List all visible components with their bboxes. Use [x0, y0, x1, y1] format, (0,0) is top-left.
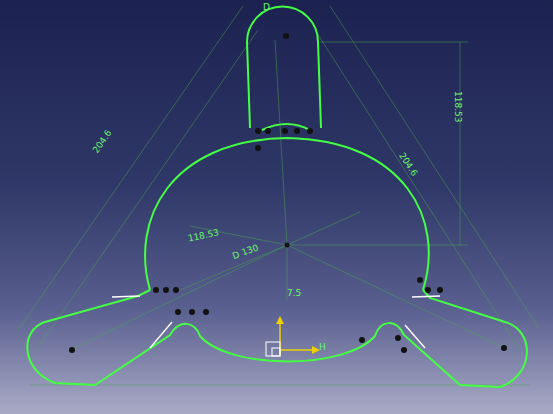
dimension-label: 204.6 [90, 127, 115, 156]
construction-marks [112, 296, 440, 348]
dimension-label: H [318, 342, 327, 353]
constraint-dots [69, 33, 507, 353]
dimension-lines [18, 6, 540, 385]
dimension-label: 118.53 [452, 90, 463, 124]
dimension-label: D 130 [230, 242, 261, 262]
dimension-label: 118.53 [186, 227, 221, 245]
sketch-profile [27, 6, 527, 387]
dimension-label: D [262, 2, 271, 13]
dimension-label: 7.5 [286, 288, 302, 299]
dimension-label: 204.6 [396, 150, 420, 179]
sketch-axes [266, 316, 320, 356]
